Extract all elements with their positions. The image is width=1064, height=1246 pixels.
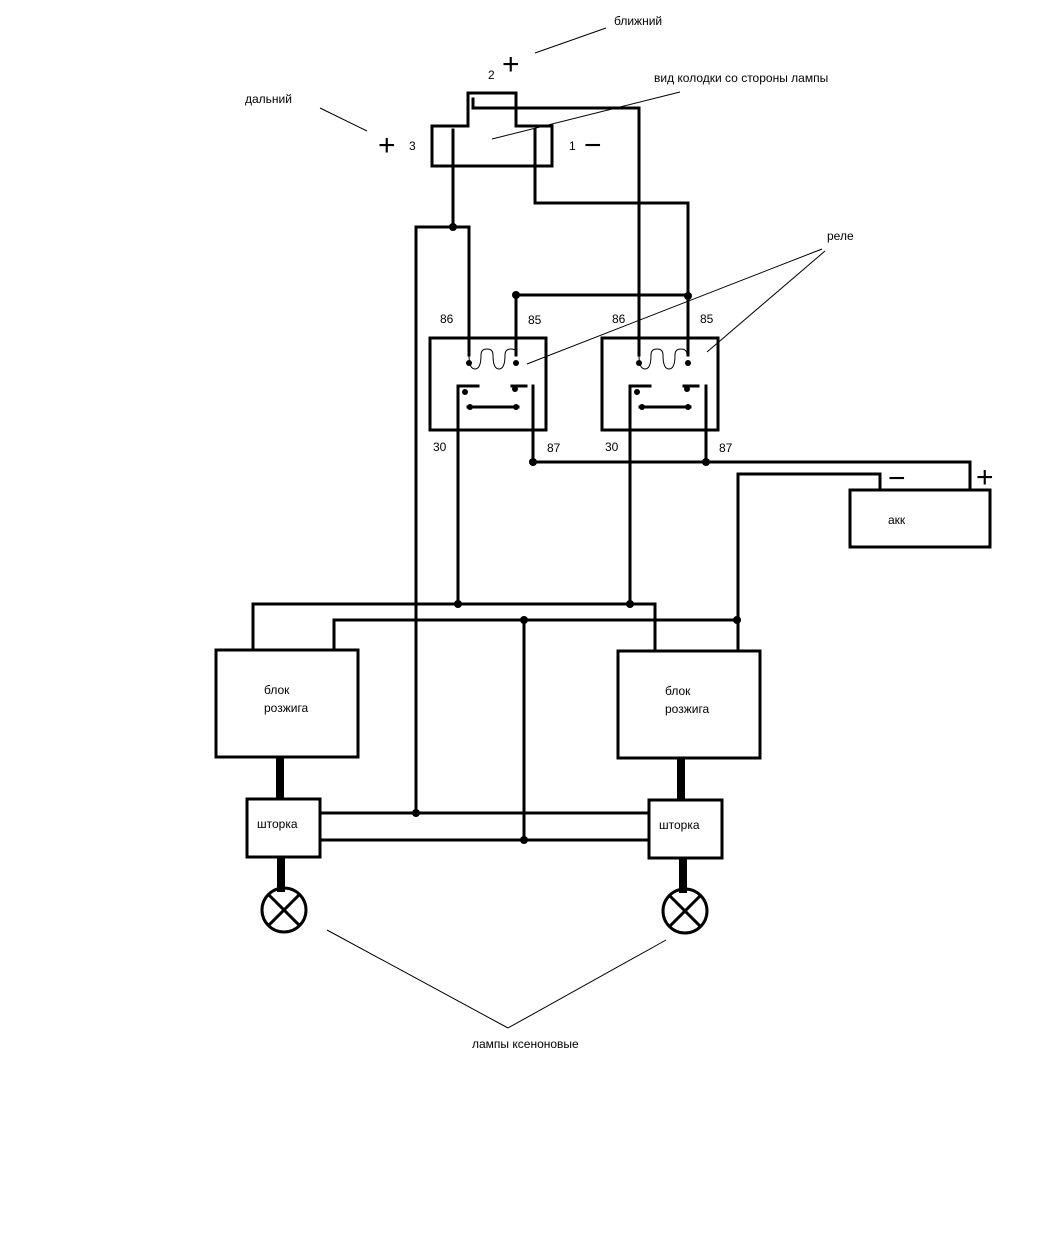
connector-view-pointer bbox=[491, 91, 681, 140]
relay-label: реле bbox=[827, 229, 854, 243]
shutter-right bbox=[647, 798, 724, 860]
shutter-right-label: шторка bbox=[659, 818, 700, 832]
ignition-unit-left-label: блок bbox=[264, 683, 290, 697]
relay-2-terminal-87: 87 bbox=[719, 441, 733, 455]
shutter-left-label: шторка bbox=[257, 817, 298, 831]
pin-1-minus-sign: − bbox=[584, 129, 602, 162]
ignition-unit-right-label: блок bbox=[665, 684, 691, 698]
xenon-lamp-left-icon bbox=[260, 886, 308, 934]
lamps-pointer-right bbox=[507, 939, 667, 1029]
relay-1-terminal-87: 87 bbox=[547, 441, 561, 455]
far-beam-pointer bbox=[319, 107, 368, 132]
lamps-pointer-left bbox=[326, 929, 509, 1029]
far-beam-label: дальний bbox=[245, 92, 292, 106]
relay-pointer-1 bbox=[526, 248, 823, 365]
near-beam-label: ближний bbox=[614, 14, 662, 28]
xenon-lamps-label: лампы ксеноновые bbox=[472, 1037, 579, 1051]
ignition-unit-left-label-line-2: розжига bbox=[264, 701, 309, 715]
connector-view-label: вид колодки со стороны лампы bbox=[654, 71, 828, 85]
battery-minus-sign: − bbox=[888, 462, 906, 495]
pin-3-plus-sign: + bbox=[378, 129, 396, 162]
relay-1 bbox=[428, 336, 548, 432]
connector-pin-1: 1 bbox=[569, 139, 576, 153]
near-beam-pointer bbox=[534, 27, 607, 54]
relay-1-terminal-30: 30 bbox=[433, 440, 447, 454]
relay-2-terminal-86: 86 bbox=[612, 312, 626, 326]
battery-label: акк bbox=[888, 513, 906, 527]
ignition-unit-left bbox=[214, 648, 360, 759]
relay-2-terminal-30: 30 bbox=[605, 440, 619, 454]
shutter-left bbox=[245, 797, 322, 859]
xenon-lamp-right-icon bbox=[661, 887, 709, 935]
ignition-unit-right-label-line-2: розжига bbox=[665, 702, 710, 716]
battery bbox=[848, 488, 992, 549]
ignition-unit-right bbox=[616, 649, 762, 760]
pin-2-plus-sign: + bbox=[502, 48, 520, 81]
relay-1-terminal-86: 86 bbox=[440, 312, 454, 326]
connector bbox=[430, 91, 690, 298]
connector-pin-2: 2 bbox=[488, 68, 495, 82]
relay-2 bbox=[600, 336, 720, 432]
connector-pin-3: 3 bbox=[409, 139, 416, 153]
relay-2-terminal-85: 85 bbox=[700, 312, 714, 326]
relay-1-terminal-85: 85 bbox=[528, 313, 542, 327]
junction-dots bbox=[412, 223, 741, 844]
relay-pointer-2 bbox=[706, 250, 826, 353]
battery-plus-sign: + bbox=[976, 461, 994, 494]
